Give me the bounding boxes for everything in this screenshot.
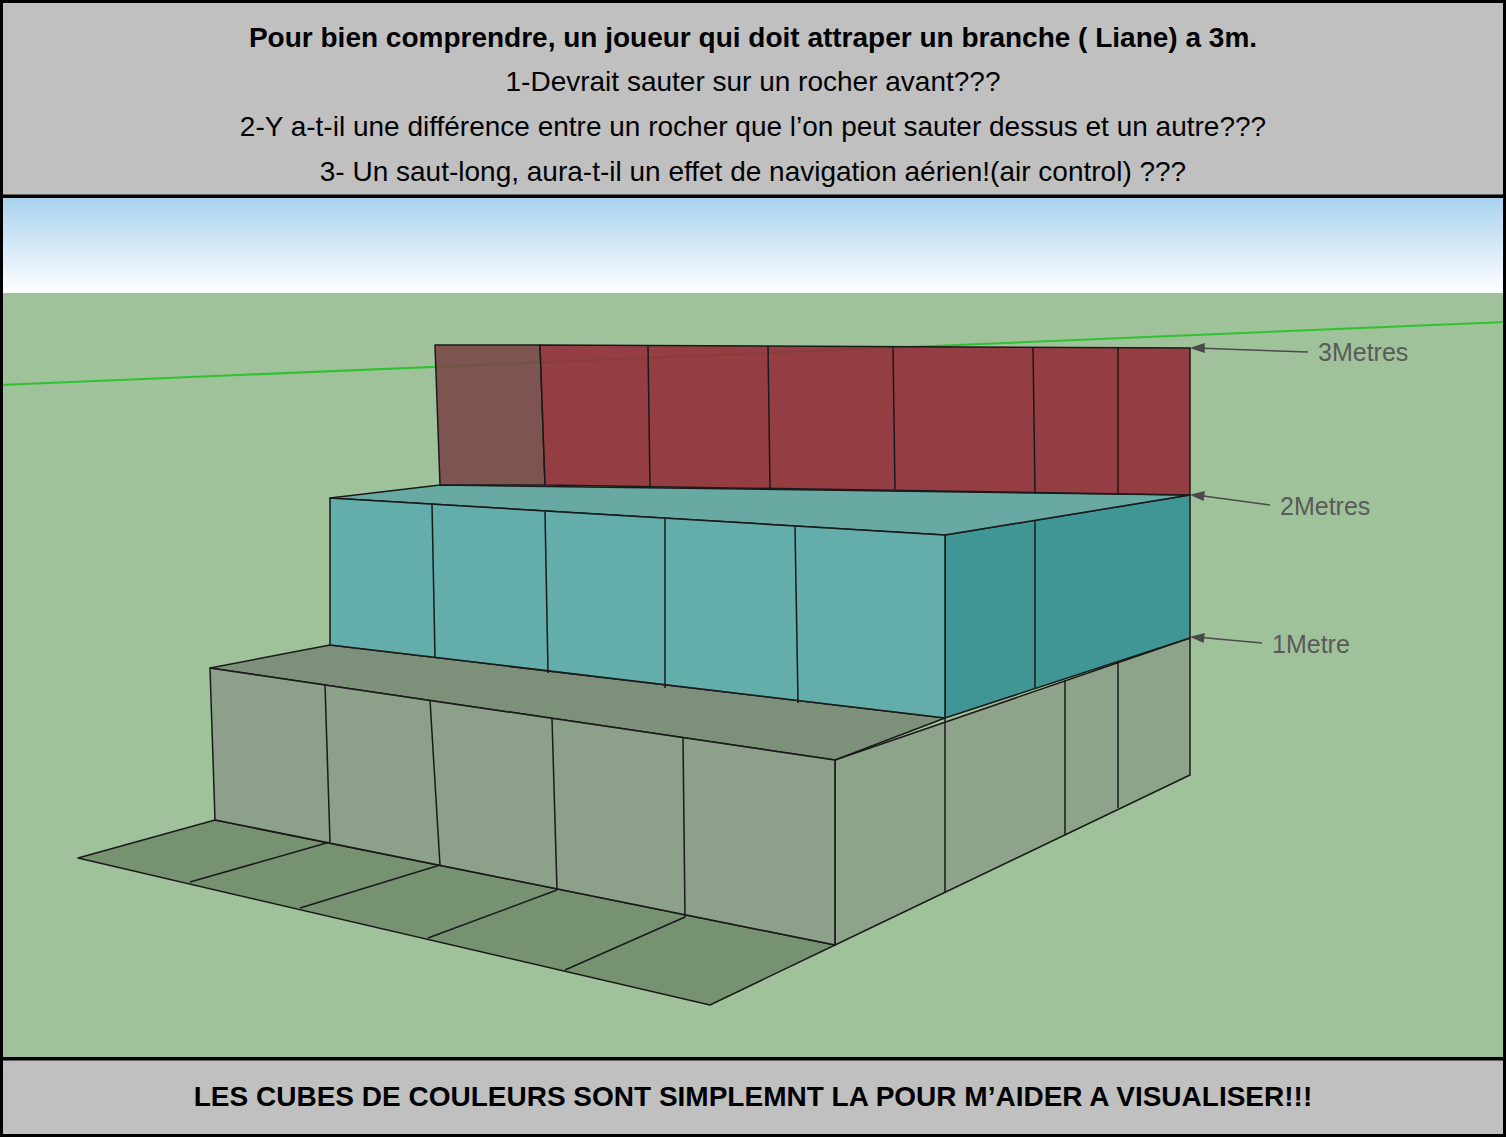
cube-edge xyxy=(1064,680,1066,835)
leader-line xyxy=(1196,495,1270,505)
question: 1-Devrait sauter sur un rocher avant??? xyxy=(0,65,1506,99)
dimension-label: 1Metre xyxy=(1272,629,1350,659)
tile-line xyxy=(190,842,330,882)
sky xyxy=(0,197,1506,293)
cube-edge xyxy=(325,685,330,842)
cube-edge xyxy=(893,347,895,491)
ground xyxy=(0,293,1506,1058)
cube-edge xyxy=(944,718,946,893)
red-side xyxy=(435,345,545,485)
frame xyxy=(2,196,1505,1059)
red-front xyxy=(540,345,1190,495)
cube-edge xyxy=(1117,660,1119,808)
cube-edge xyxy=(430,700,440,865)
leader-line xyxy=(1196,348,1308,352)
leader-arrow xyxy=(1192,492,1204,500)
leader-line xyxy=(1196,637,1262,643)
tile-line xyxy=(300,865,440,908)
dimension-label: 3Metres xyxy=(1318,337,1408,367)
blue-front xyxy=(330,498,945,718)
cube-edge xyxy=(648,346,650,487)
dimension-label: 2Metres xyxy=(1280,491,1370,521)
cube-edge xyxy=(795,527,798,703)
leader-arrow xyxy=(1192,344,1204,352)
leader-arrow xyxy=(1192,634,1204,642)
tile-line xyxy=(565,917,685,970)
question: 3- Un saut-long, aura-t-il un effet de n… xyxy=(0,155,1506,189)
cube-edge xyxy=(768,346,770,489)
cube-edge xyxy=(1033,347,1035,493)
cube-edge xyxy=(683,738,685,917)
tile-line xyxy=(428,890,557,938)
block-stairs xyxy=(78,345,1190,1005)
caption: LES CUBES DE COULEURS SONT SIMPLEMNT LA … xyxy=(0,1080,1506,1114)
cube-edge xyxy=(1034,521,1036,688)
cube-edge xyxy=(1117,348,1119,494)
cube-edge xyxy=(664,519,666,688)
grey-front xyxy=(210,668,835,945)
cube-edge xyxy=(432,505,435,658)
title: Pour bien comprendre, un joueur qui doit… xyxy=(0,21,1506,55)
question: 2-Y a-t-il une différence entre un roche… xyxy=(0,110,1506,144)
cube-edge xyxy=(545,512,548,673)
cube-edge xyxy=(552,718,557,890)
